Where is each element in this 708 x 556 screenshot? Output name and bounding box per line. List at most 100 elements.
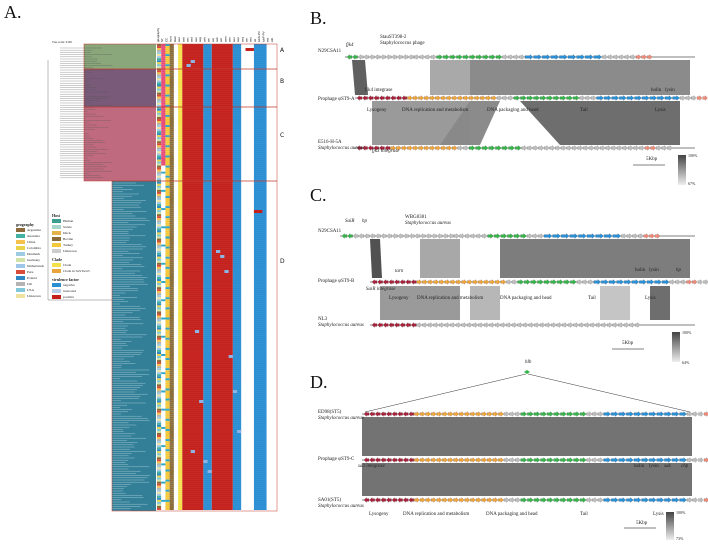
heat-cell-host [170,433,174,435]
heat-cell-cc [165,206,169,208]
legend-geo-label: UK [27,282,32,286]
heat-cell-cc [165,87,169,89]
heat-cell-cc [165,121,169,123]
heat-cell-host [170,338,174,340]
d-top-track-gene [687,412,692,417]
b-mid-track-gene [514,96,520,101]
heat-cell-cc [165,93,169,95]
heat-cell-blaz [178,457,182,459]
heat-cell-cc [165,494,169,496]
heat-cell-blaz [178,239,182,241]
heat-cell-blaz [178,87,182,89]
heat-cell-host [170,382,174,384]
b-mid-track-gene [385,96,390,101]
heat-cell-host [170,117,174,119]
c-bot-track-gene [490,323,495,328]
heat-cell-st [161,178,165,180]
c-top-track-gene [392,234,397,239]
heat-cell-st [161,155,165,157]
heat-cell-st [161,243,165,245]
heat-cell-geo [157,419,161,421]
heat-cell-geo [157,135,161,137]
heat-cell-cc [165,54,169,56]
b-bot-track-gene [402,146,407,151]
heat-cell-cc [165,44,169,46]
heat-cell-blaz [178,465,182,467]
heat-cell-geo [157,127,161,129]
d-top-track-gene [381,412,386,417]
heat-cell-st [161,313,165,315]
heat-cell-host [170,320,174,322]
c-top-track-gene [533,234,538,239]
d-mid-track-gene [431,458,436,463]
heat-cell-host [170,445,174,447]
heat-cell-geo [157,263,161,265]
heat-cell-host [170,269,174,271]
heat-cell-host [170,208,174,210]
heat-cell-geo [157,506,161,508]
c-bot-track-gene [596,323,601,328]
d-mid-track-gene [611,458,618,463]
heat-cell-host [170,255,174,257]
heat-cell-cc [165,52,169,54]
c-mid-track-gene [518,280,524,285]
heat-cell-cc [165,109,169,111]
b-mod-lysogeny: Lysogeny [367,108,386,113]
d-mid-track-gene [657,458,664,463]
heat-cell-geo [157,129,161,131]
heat-cell-host [170,429,174,431]
heat-cell-host [170,206,174,208]
heat-cell-st [161,307,165,309]
heat-cell-blaz [178,210,182,212]
heat-cell-blaz [178,405,182,407]
heat-cell-blaz [178,301,182,303]
heat-cell-blaz [178,441,182,443]
heat-cell-geo [157,380,161,382]
b-mid-track-gene [508,96,513,101]
c-top-track-gene [638,234,643,239]
heat-cell-cc [165,332,169,334]
heat-cell-host [170,455,174,457]
heat-cell-blaz [178,291,182,293]
c-holin: holin [635,268,645,273]
heat-cell-st [161,415,165,417]
heat-cell-geo [157,271,161,273]
heat-cell-geo [157,159,161,161]
heat-cell-cc [165,360,169,362]
b-mid-track-gene [635,96,642,101]
heat-cell-cc [165,253,169,255]
heat-cell-st [161,498,165,500]
heat-cell-cc [165,370,169,372]
heat-cell-cc [165,129,169,131]
heat-cell-st [161,324,165,326]
heat-cell-st [161,461,165,463]
d-top-track-gene [398,412,403,417]
heat-cell-cc [165,265,169,267]
heat-cell-blaz [178,338,182,340]
heat-cell-st [161,174,165,176]
heat-cell-cc [165,210,169,212]
d-mid-track-gene [672,458,679,463]
d-top-track-gene [592,412,597,417]
heat-cell-host [170,80,174,82]
c-bot-track-gene [462,323,467,328]
d-bot-track-gene [392,498,397,503]
c-top-genome: N29CSA11 [318,229,341,234]
vf-cell-variant [237,430,241,433]
d-mid-track-gene [619,458,626,463]
d-scalebar: 5Kbp [636,521,647,526]
heat-cell-geo [157,103,161,105]
heat-cell-host [170,245,174,247]
b-bot-track-gene [452,146,457,151]
b-bot-track-gene [539,146,544,151]
legend-vf-label: truncated [63,289,76,293]
c-top-track-gene [409,234,414,239]
heat-cell-blaz [178,151,182,153]
heat-cell-st [161,85,165,87]
heat-cell-blaz [178,80,182,82]
heat-cell-cc [165,178,169,180]
c-mid-track-gene [655,280,662,285]
c-mid-genome: Prophage φST9-B [318,279,354,284]
heat-cell-geo [157,384,161,386]
heat-cell-st [161,322,165,324]
